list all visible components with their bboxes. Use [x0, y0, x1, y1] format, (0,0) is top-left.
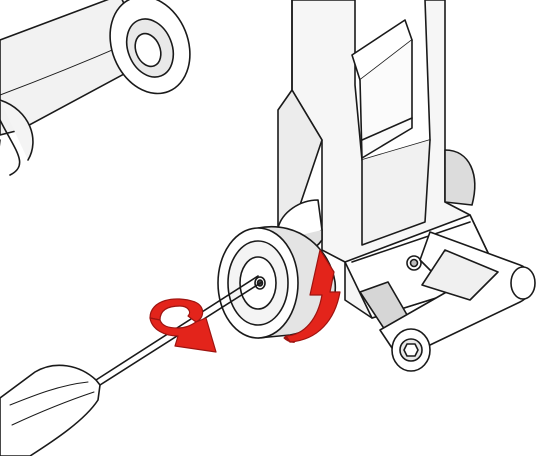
- rotate-up-arrow-icon: [283, 249, 341, 343]
- wheel-cap: [217, 225, 337, 339]
- rotate-clockwise-arrow-icon: [149, 298, 217, 353]
- bracket-arm: [379, 231, 536, 372]
- roller-cylinder: [0, 0, 191, 176]
